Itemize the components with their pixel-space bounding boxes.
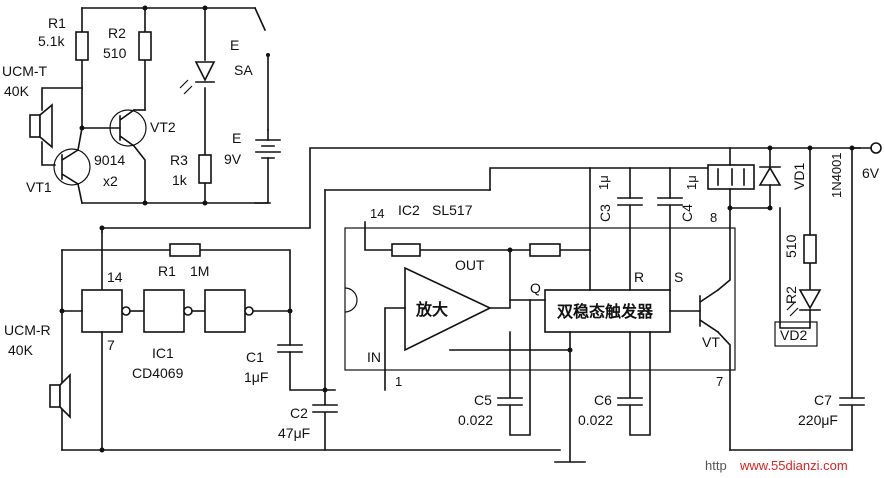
label-c4-val: 1μ [684, 175, 699, 190]
capacitor-c6 [617, 331, 651, 436]
resistor-r2 [138, 31, 152, 61]
label-c3-val: 1μ [596, 175, 611, 190]
label-ucm-t-val: 40K [4, 83, 30, 99]
amplifier-block [404, 266, 492, 352]
label-9014: 9014 [94, 152, 125, 168]
label-vd1: VD1 [791, 163, 807, 190]
label-c7: C7 [814, 392, 832, 408]
ground-symbol [554, 349, 586, 463]
capacitor-c4 [657, 197, 683, 291]
resistor-r1 [75, 31, 89, 61]
label-e-switch: E [230, 37, 239, 53]
label-r2-510: R2 [783, 286, 799, 304]
capacitor-c5 [497, 299, 531, 436]
label-c4: C4 [679, 204, 695, 222]
label-c6-val: 0.022 [578, 412, 613, 428]
label-r3-val: 1k [172, 172, 188, 188]
label-ic2: IC2 [398, 202, 420, 218]
ic2-sl517 [344, 167, 736, 391]
label-r2-510-val: 510 [783, 234, 799, 258]
label-sl517: SL517 [432, 202, 473, 218]
label-cd4069: CD4069 [132, 365, 184, 381]
label-out: OUT [455, 257, 485, 273]
capacitor-c7 [839, 147, 865, 451]
label-c1: C1 [246, 349, 264, 365]
label-pin7-ic1: 7 [107, 337, 115, 353]
label-pin14-ic2: 14 [370, 206, 384, 221]
resistor-r2-510 [803, 234, 817, 264]
resistor-ic2-a [391, 243, 421, 257]
label-r2-val: 510 [103, 45, 127, 61]
receiver-section [49, 147, 861, 453]
inverter-gate-2 [143, 289, 185, 333]
label-6v: 6V [862, 165, 880, 181]
label-sa: SA [234, 62, 253, 78]
ucm-t-transducer [29, 103, 53, 149]
resistor-r1-1m [169, 243, 201, 257]
label-r1-1m: R1 [158, 263, 176, 279]
label-pin7-ic2: 7 [716, 374, 723, 389]
switch-sa [253, 6, 269, 131]
label-r-pin: R [634, 269, 644, 285]
label-vt1: VT1 [26, 179, 52, 195]
label-r1-val: 5.1k [38, 33, 65, 49]
label-c2: C2 [290, 405, 308, 421]
inverter-gate-1 [81, 289, 123, 333]
label-c7-val: 220μF [798, 412, 838, 428]
battery-9v [254, 129, 281, 204]
label-9v: 9V [224, 151, 242, 167]
label-c5: C5 [474, 392, 492, 408]
capacitor-c3 [617, 197, 643, 291]
capacitor-c1 [277, 344, 336, 391]
resistor-ic2-b [529, 243, 561, 257]
diode-vd1 [758, 147, 782, 209]
label-1n4001: 1N4001 [829, 152, 844, 198]
transistor-vt1 [53, 87, 91, 204]
label-ucm-r-val: 40K [8, 342, 34, 358]
label-e-bat: E [232, 130, 241, 146]
label-r2: R2 [108, 25, 126, 41]
labels: R1 5.1k R2 510 UCM-T 40K VT2 9014 x2 VT1… [2, 15, 880, 473]
label-ucm-t: UCM-T [2, 63, 48, 79]
transistor-vt [698, 207, 731, 451]
inverter-gate-3 [204, 289, 246, 333]
watermark-site: www.55dianzi.com [739, 458, 848, 473]
watermark-prefix: http [705, 458, 727, 473]
flip-flop-block [544, 289, 671, 333]
transmitter-section [29, 5, 281, 206]
label-x2: x2 [103, 173, 118, 189]
transistor-vt2 [81, 108, 147, 204]
label-r3: R3 [170, 152, 188, 168]
label-in: IN [367, 349, 381, 365]
label-vt2: VT2 [150, 119, 176, 135]
label-c3: C3 [597, 204, 613, 222]
label-pin1: 1 [395, 374, 402, 389]
ucm-r-transducer [49, 373, 71, 419]
resistor-r3 [198, 154, 212, 184]
label-vt: VT [702, 334, 720, 350]
capacitor-c2 [312, 189, 491, 451]
label-c2-val: 47μF [278, 425, 310, 441]
label-c5-val: 0.022 [458, 412, 493, 428]
led-indicator [179, 61, 216, 95]
label-vd2: VD2 [780, 327, 807, 343]
label-c6: C6 [594, 392, 612, 408]
label-amp: 放大 [415, 300, 448, 319]
relay-coil [707, 164, 755, 190]
label-r1: R1 [48, 15, 66, 31]
label-ic1: IC1 [152, 345, 174, 361]
label-r1-1m-val: 1M [190, 263, 209, 279]
label-pin8: 8 [710, 210, 717, 225]
label-q: Q [530, 280, 541, 296]
label-pin14-ic1: 14 [107, 269, 123, 285]
label-c1-val: 1μF [244, 369, 268, 385]
label-ucm-r: UCM-R [4, 322, 51, 338]
label-s-pin: S [674, 269, 683, 285]
label-flipflop: 双稳态触发器 [557, 302, 654, 321]
